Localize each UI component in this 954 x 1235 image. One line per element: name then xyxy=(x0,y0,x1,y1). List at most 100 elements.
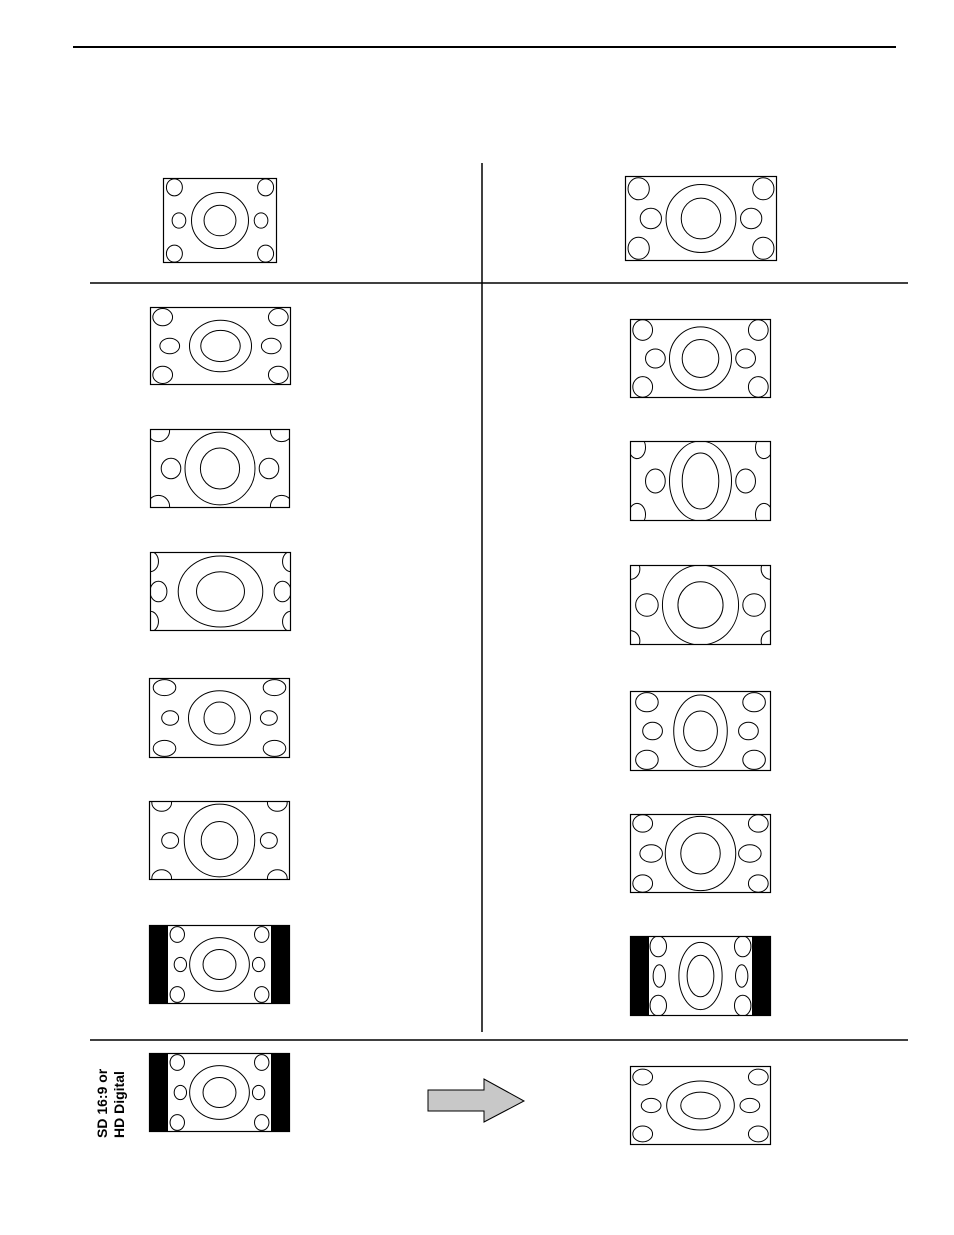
row1-right-inner-ring xyxy=(681,198,721,239)
right-arrow-icon xyxy=(428,1079,524,1122)
row3-left-mid-right-circle xyxy=(259,458,279,479)
row1-left-outer-ring xyxy=(192,192,249,248)
row6-right-border xyxy=(631,815,771,893)
row1-left-corner-bl-circle xyxy=(166,245,182,262)
bottom-right-inner-ring xyxy=(681,1092,720,1119)
row3-left-frame xyxy=(147,420,293,518)
row3-right-mid-left-circle xyxy=(646,469,666,493)
bottom-right-outer-ring xyxy=(667,1081,735,1130)
row2-left-corner-tr-circle xyxy=(268,309,288,326)
row2-right-corner-tl-circle xyxy=(633,320,653,341)
bottom-left-frame xyxy=(149,1053,290,1132)
row2-left-corner-bl-circle xyxy=(153,366,173,383)
row1-right-corner-br-circle xyxy=(753,237,774,259)
row1-left-border xyxy=(164,179,277,263)
row3-right-corner-br-circle xyxy=(755,436,772,458)
row5-right-inner-ring xyxy=(684,711,718,751)
bottom-left-corner-tl-circle xyxy=(170,1055,184,1071)
row7-right-outer-ring xyxy=(679,942,722,1009)
row6-right-shapes xyxy=(633,815,768,892)
row5-right-frame xyxy=(631,692,771,771)
row1-right-corner-tr-circle xyxy=(753,178,774,200)
row7-right-corner-tl-circle xyxy=(650,936,666,957)
row7-left-inner-ring xyxy=(203,949,236,979)
row1-right-border xyxy=(626,177,777,261)
bottom-left-shapes xyxy=(170,1055,269,1131)
row7-right-inner-ring xyxy=(687,955,714,997)
row1-left-corner-tl-circle xyxy=(166,179,182,196)
row7-right-left-bar xyxy=(630,936,649,1016)
bottom-left-right-bar xyxy=(271,1053,290,1132)
row6-left-corner-tr-circle xyxy=(267,794,287,811)
row3-right-corner-tl-circle xyxy=(629,503,646,525)
row7-left-corner-bl-circle xyxy=(170,987,184,1003)
row6-right-corner-tl-circle xyxy=(633,815,653,832)
row6-left-mid-left-circle xyxy=(162,833,179,849)
row7-left-mid-right-circle xyxy=(252,957,264,971)
row2-right-mid-left-circle xyxy=(646,349,666,368)
row1-right-frame xyxy=(626,177,777,261)
row4-right-mid-left-circle xyxy=(636,594,659,616)
bottom-right-frame xyxy=(631,1067,771,1145)
row3-left-shapes xyxy=(147,420,293,518)
row4-left-frame xyxy=(142,551,300,632)
row1-left-inner-ring xyxy=(204,205,236,236)
row2-left-outer-ring xyxy=(189,320,251,371)
row6-left-corner-bl-circle xyxy=(152,870,172,887)
bottom-right-corner-bl-circle xyxy=(633,1126,653,1142)
row4-right-shapes xyxy=(620,559,781,652)
row5-right-corner-bl-circle xyxy=(636,750,659,769)
row6-right-inner-ring xyxy=(681,833,720,874)
row6-right-mid-left-circle xyxy=(640,845,663,862)
row4-right-inner-ring xyxy=(678,582,723,628)
row6-left-frame xyxy=(150,794,290,887)
row3-right-shapes xyxy=(629,436,773,526)
row1-left-corner-br-circle xyxy=(258,245,274,262)
row3-right-mid-right-circle xyxy=(736,469,756,493)
row7-left-outer-ring xyxy=(190,938,250,992)
row5-left-corner-tl-circle xyxy=(153,680,176,696)
row1-right-outer-ring xyxy=(666,185,736,253)
row7-right-right-bar xyxy=(752,936,771,1016)
row2-left-inner-ring xyxy=(201,330,240,361)
row4-right-outer-ring xyxy=(662,565,738,645)
bottom-right-corner-tr-circle xyxy=(748,1069,768,1085)
row1-left-frame xyxy=(164,179,277,263)
row7-left-corner-tl-circle xyxy=(170,927,184,943)
row5-left-corner-bl-circle xyxy=(153,740,176,756)
bottom-right-corner-br-circle xyxy=(748,1126,768,1142)
row6-left-corner-tl-circle xyxy=(152,794,172,811)
row1-right-mid-right-circle xyxy=(741,208,762,228)
row6-right-outer-ring xyxy=(665,816,736,890)
row2-right-inner-ring xyxy=(682,340,719,378)
bottom-left-corner-bl-circle xyxy=(170,1115,184,1131)
row3-left-inner-ring xyxy=(200,448,239,489)
source-format-label: SD 16:9 or HD Digital xyxy=(92,1052,142,1142)
row5-left-mid-left-circle xyxy=(162,711,179,725)
row7-right-frame xyxy=(630,936,771,1016)
row2-left-corner-tl-circle xyxy=(153,309,173,326)
row5-right-shapes xyxy=(636,693,766,770)
row7-right-mid-left-circle xyxy=(653,965,665,987)
row1-right-shapes xyxy=(628,178,774,260)
row5-right-mid-left-circle xyxy=(643,722,663,740)
row5-right-outer-ring xyxy=(674,695,728,767)
row5-right-corner-br-circle xyxy=(743,750,766,769)
bottom-right-mid-right-circle xyxy=(740,1098,760,1112)
row6-left-outer-ring xyxy=(184,804,255,877)
row6-left-shapes xyxy=(152,794,287,887)
row2-right-outer-ring xyxy=(669,327,731,390)
row7-left-shapes xyxy=(170,927,269,1003)
source-format-label-line1: SD 16:9 or xyxy=(94,1068,110,1138)
row2-left-border xyxy=(151,308,291,385)
row5-left-mid-right-circle xyxy=(260,711,277,725)
row6-left-border xyxy=(150,802,290,880)
row6-left-mid-right-circle xyxy=(260,833,277,849)
row4-right-mid-right-circle xyxy=(743,594,766,616)
bottom-left-mid-left-circle xyxy=(174,1085,186,1099)
row7-left-left-bar xyxy=(149,925,168,1004)
row4-right-border xyxy=(631,566,771,645)
row5-left-shapes xyxy=(153,680,286,757)
row1-right-corner-bl-circle xyxy=(628,237,649,259)
